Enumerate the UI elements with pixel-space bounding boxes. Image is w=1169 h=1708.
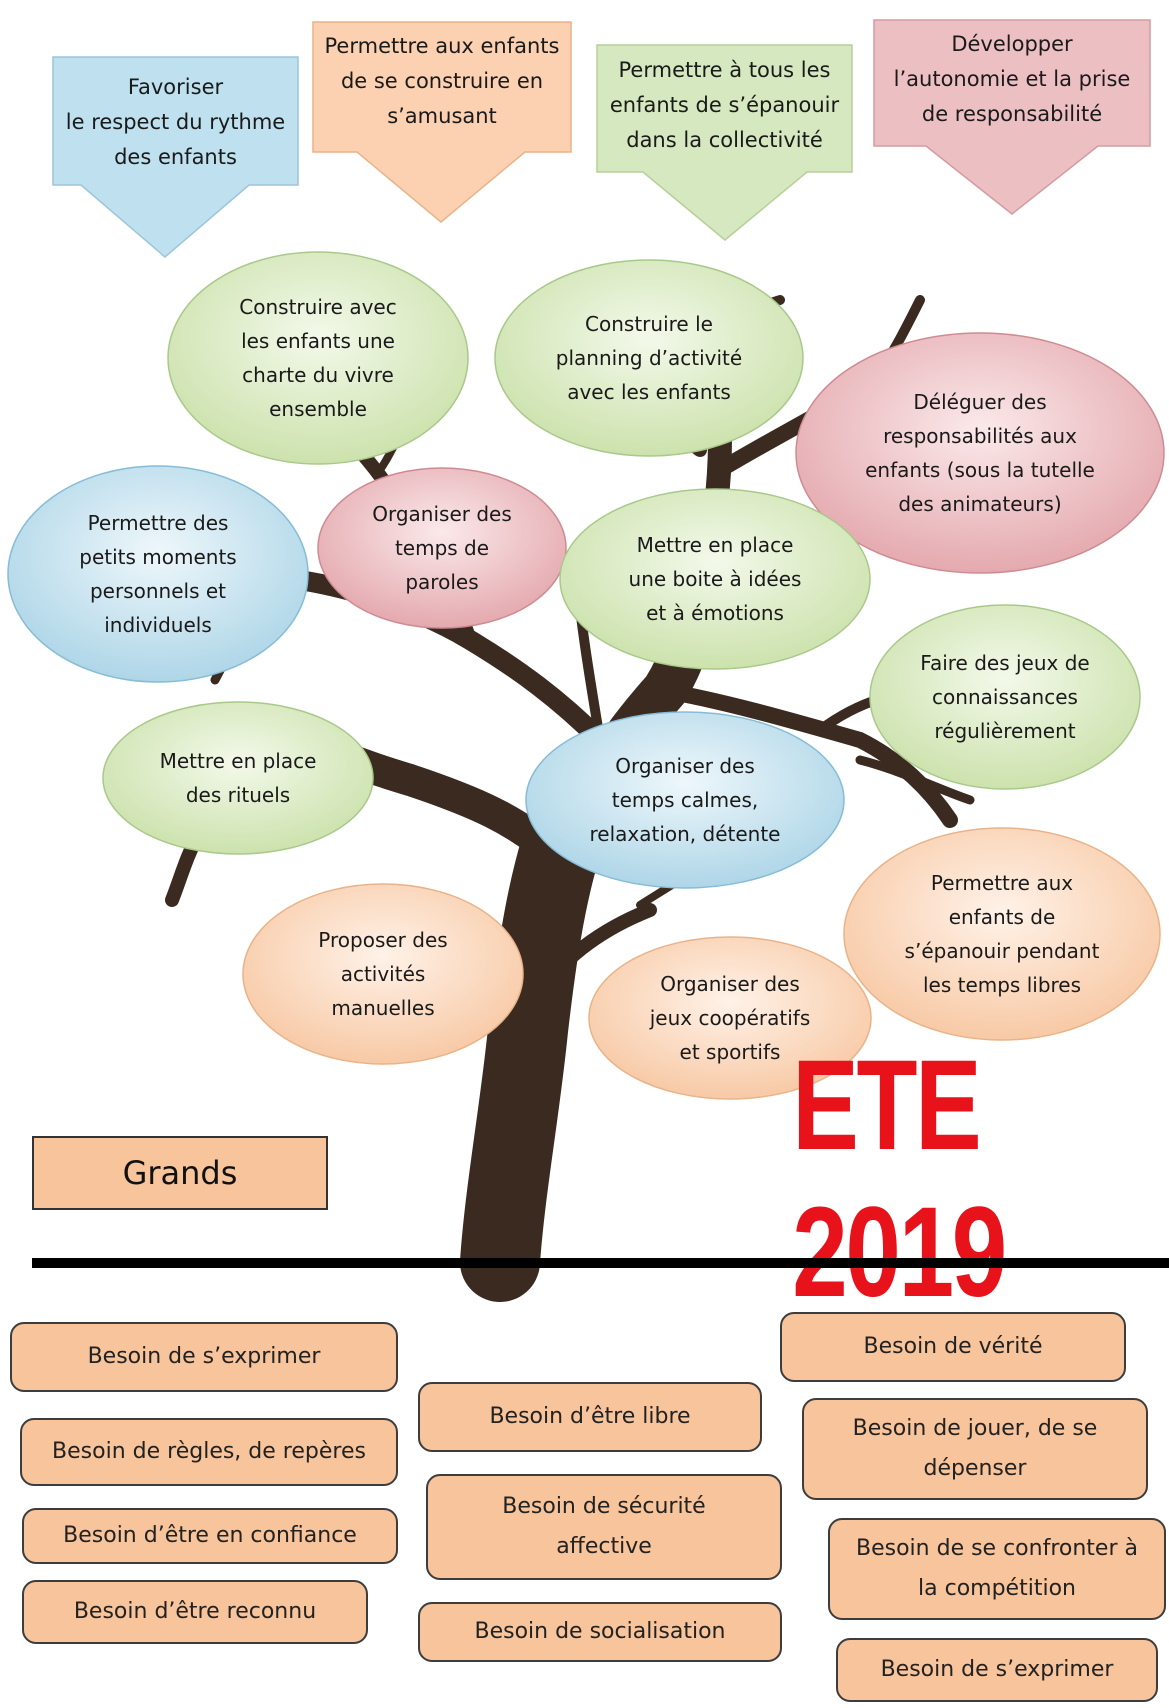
need-socialisation: Besoin de socialisation xyxy=(418,1602,782,1662)
bubble-boite-idees-text: Mettre en place une boite à idées et à é… xyxy=(628,533,802,625)
bubble-deleguer xyxy=(795,332,1165,574)
bubble-temps-calmes-text: Organiser des temps calmes, relaxation, … xyxy=(589,754,781,846)
arrow-epanouir-text: Permettre à tous les enfants de s’épanou… xyxy=(609,57,840,152)
arrow-autonomie xyxy=(873,19,1151,215)
bubble-moments-perso-text: Permettre des petits moments personnels … xyxy=(79,511,237,637)
need-exprimer-left: Besoin de s’exprimer xyxy=(10,1322,398,1392)
bubble-temps-paroles-text: Organiser des temps de paroles xyxy=(372,502,512,594)
bubble-charte xyxy=(167,251,469,465)
need-competition: Besoin de se confronter à la compétition xyxy=(828,1518,1166,1620)
bubble-temps-paroles xyxy=(317,467,567,629)
bubble-jeux-connaissances-text: Faire des jeux de connaissances régulièr… xyxy=(920,651,1090,743)
bubble-rituels-text: Mettre en place des rituels xyxy=(159,749,317,807)
grands-label: Grands xyxy=(32,1136,328,1210)
bubble-boite-idees xyxy=(559,488,871,670)
bubble-jeux-cooperatifs-text: Organiser des jeux coopératifs et sporti… xyxy=(649,972,811,1064)
arrow-autonomie-text: Développer l’autonomie et la prise de re… xyxy=(893,31,1131,126)
bubble-jeux-cooperatifs xyxy=(588,936,872,1100)
bubble-charte-text: Construire avec les enfants une charte d… xyxy=(239,295,397,421)
arrow-se-construire xyxy=(312,21,572,223)
need-confiance: Besoin d’être en confiance xyxy=(22,1508,398,1564)
bubble-activites-manuelles-text: Proposer des activités manuelles xyxy=(318,928,448,1020)
need-regles-reperes: Besoin de règles, de repères xyxy=(20,1418,398,1486)
arrow-se-construire-text: Permettre aux enfants de se construire e… xyxy=(324,33,560,128)
bubbles xyxy=(7,251,1165,1100)
need-exprimer-right: Besoin de s’exprimer xyxy=(836,1638,1158,1702)
bubble-planning xyxy=(494,259,804,457)
bubble-temps-libres xyxy=(843,827,1161,1041)
bubble-temps-libres-text: Permettre aux enfants de s’épanouir pend… xyxy=(904,871,1100,997)
need-reconnu: Besoin d’être reconnu xyxy=(22,1580,368,1644)
ete-2019-title: ETE 2019 xyxy=(792,1034,1007,1324)
need-securite-affective: Besoin de sécurité affective xyxy=(426,1474,782,1580)
bubble-planning-text: Construire le planning d’activité avec l… xyxy=(555,312,743,404)
bubble-temps-calmes xyxy=(525,711,845,889)
need-libre: Besoin d’être libre xyxy=(418,1382,762,1452)
bubble-jeux-connaissances xyxy=(869,604,1141,790)
bubble-rituels xyxy=(102,701,374,855)
arrow-epanouir xyxy=(596,44,853,241)
need-jouer-depenser: Besoin de jouer, de se dépenser xyxy=(802,1398,1148,1500)
arrows-row xyxy=(52,19,1151,258)
bubble-activites-manuelles xyxy=(242,883,524,1065)
bubble-moments-perso xyxy=(7,465,309,683)
arrow-rhythm-text: Favoriser le respect du rythme des enfan… xyxy=(65,75,286,169)
arrow-rhythm xyxy=(52,56,299,258)
ground-divider xyxy=(32,1258,1169,1268)
bubble-deleguer-text: Déléguer des responsabilités aux enfants… xyxy=(865,390,1095,516)
need-verite: Besoin de vérité xyxy=(780,1312,1126,1382)
